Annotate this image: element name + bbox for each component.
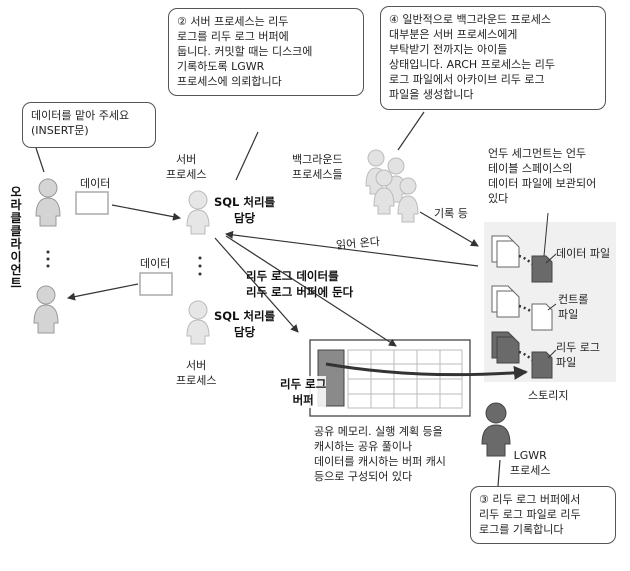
server-process-bottom-line-2: 프로세스 (176, 374, 217, 387)
shared-memory-line-4: 등으로 구성되어 있다 (314, 470, 413, 483)
redo-log-file-line-2: 파일 (556, 356, 577, 369)
client-callout: 데이터를 맡아 주세요 (INSERT문) (22, 102, 156, 148)
step4-line-5: 로그 파일에서 아카이브 리두 로그 (389, 73, 545, 86)
step2-callout: ② 서버 프로세스는 리두 로그를 리두 로그 버퍼에 둡니다. 커밋할 때는 … (168, 8, 364, 96)
step4-line-6: 파일을 생성합니다 (389, 88, 474, 101)
redo-put-line-2: 리두 로그 버퍼에 둔다 (246, 285, 354, 299)
step3-callout: ③ 리두 로그 버퍼에서 리두 로그 파일로 리두 로그를 기록합니다 (470, 486, 616, 544)
server-person-icon-2 (186, 300, 210, 345)
client-callout-line-2: (INSERT문) (31, 124, 89, 137)
shared-memory-line-1: 공유 메모리. 실행 계획 등을 (314, 425, 443, 438)
server-process-label-top: 서버 프로세스 (166, 152, 206, 182)
redo-put-line-1: 리두 로그 데이터를 (246, 269, 339, 283)
sql-label-top: SQL 처리를 담당 (214, 194, 275, 226)
redo-buffer-label: 리두 로그 버퍼 (280, 376, 327, 408)
lgwr-line-1: LGWR (513, 449, 547, 462)
oracle-client-label: 오라클클라이언트 (10, 185, 22, 290)
background-line-2: 프로세스들 (292, 168, 343, 181)
step4-line-4: 상태입니다. ARCH 프로세스는 리두 (389, 58, 555, 71)
server-process-bottom-line-1: 서버 (186, 359, 207, 372)
step2-line-1: ② 서버 프로세스는 리두 (177, 15, 289, 28)
data-file-label: 데이터 파일 (556, 247, 611, 260)
shared-memory-label: 공유 메모리. 실행 계획 등을 캐시하는 공유 풀이나 데이터를 캐시하는 버… (314, 424, 446, 484)
server-person-icon (186, 190, 210, 235)
sql-label-bottom: SQL 처리를 담당 (214, 308, 275, 340)
storage-label: 스토리지 (528, 389, 569, 402)
redo-log-file-line-1: 리두 로그 (556, 341, 600, 354)
step2-line-3: 둡니다. 커밋할 때는 디스크에 (177, 45, 313, 58)
redo-log-file-label: 리두 로그 파일 (556, 340, 600, 370)
undo-line-4: 있다 (488, 192, 509, 205)
data-box-top (75, 191, 109, 215)
data-label-top: 데이터 (80, 177, 111, 190)
step2-line-4: 기록하도록 LGWR (177, 60, 265, 73)
step3-line-3: 로그를 기록합니다 (479, 523, 564, 536)
lgwr-person-icon (481, 402, 511, 457)
undo-line-3: 데이터 파일에 보관되어 (488, 177, 597, 190)
data-file-icons (491, 235, 553, 283)
redo-log-file-icons (491, 331, 553, 379)
background-line-1: 백그라운드 (292, 153, 343, 166)
step4-line-1: ④ 일반적으로 백그라운드 프로세스 (389, 13, 552, 26)
control-file-line-2: 파일 (558, 308, 579, 321)
redo-buffer-line-2: 버퍼 (292, 393, 314, 407)
sql-bottom-line-2: 담당 (233, 325, 256, 339)
data-label-mid: 데이터 (140, 257, 171, 270)
leader-lines (543, 212, 557, 359)
control-file-line-1: 컨트롤 (558, 293, 589, 306)
ellipsis-dots (46, 250, 50, 268)
sql-top-line-2: 담당 (233, 211, 256, 225)
client-person-icon (35, 178, 61, 227)
sql-bottom-line-1: SQL 처리를 (214, 309, 276, 323)
step2-line-5: 프로세스에 의뢰합니다 (177, 75, 282, 88)
background-processes-icon (365, 149, 419, 223)
redo-buffer-line-1: 리두 로그 (280, 377, 327, 391)
ellipsis-dots-2 (198, 256, 202, 276)
step3-line-2: 리두 로그 파일로 리두 (479, 508, 581, 521)
data-box-mid (139, 272, 173, 296)
server-process-top-line-2: 프로세스 (166, 168, 207, 181)
shared-memory-line-2: 캐시하는 공유 풀이나 (314, 440, 413, 453)
file-connectors (518, 254, 533, 361)
step4-line-2: 대부분은 서버 프로세스에게 (389, 28, 518, 41)
step4-line-3: 부탁받기 전까지는 아이들 (389, 43, 508, 56)
lgwr-line-2: 프로세스 (510, 464, 551, 477)
step3-line-1: ③ 리두 로그 버퍼에서 (479, 493, 581, 506)
buffer-cache-grid (347, 349, 463, 409)
client-callout-line-1: 데이터를 맡아 주세요 (31, 109, 130, 122)
redo-put-label: 리두 로그 데이터를 리두 로그 버퍼에 둔다 (246, 268, 353, 300)
server-process-label-bottom: 서버 프로세스 (176, 358, 216, 388)
background-label: 백그라운드 프로세스들 (292, 152, 343, 182)
server-process-top-line-1: 서버 (176, 153, 197, 166)
flow-arrows (35, 111, 528, 487)
undo-line-1: 언두 세그먼트는 언두 (488, 147, 587, 160)
control-file-label: 컨트롤 파일 (558, 292, 588, 322)
lgwr-label: LGWR 프로세스 (510, 448, 550, 478)
client-person-icon-2 (33, 285, 59, 334)
undo-line-2: 테이블 스페이스의 (488, 162, 573, 175)
undo-desc-label: 언두 세그먼트는 언두 테이블 스페이스의 데이터 파일에 보관되어 있다 (488, 146, 596, 206)
shared-memory-line-3: 데이터를 캐시하는 버퍼 캐시 (314, 455, 446, 468)
sql-top-line-1: SQL 처리를 (214, 195, 276, 209)
record-etc-label: 기록 등 (434, 207, 468, 220)
step2-line-2: 로그를 리두 로그 버퍼에 (177, 30, 289, 43)
control-file-icons (491, 285, 553, 331)
step4-callout: ④ 일반적으로 백그라운드 프로세스 대부분은 서버 프로세스에게 부탁받기 전… (380, 6, 606, 110)
